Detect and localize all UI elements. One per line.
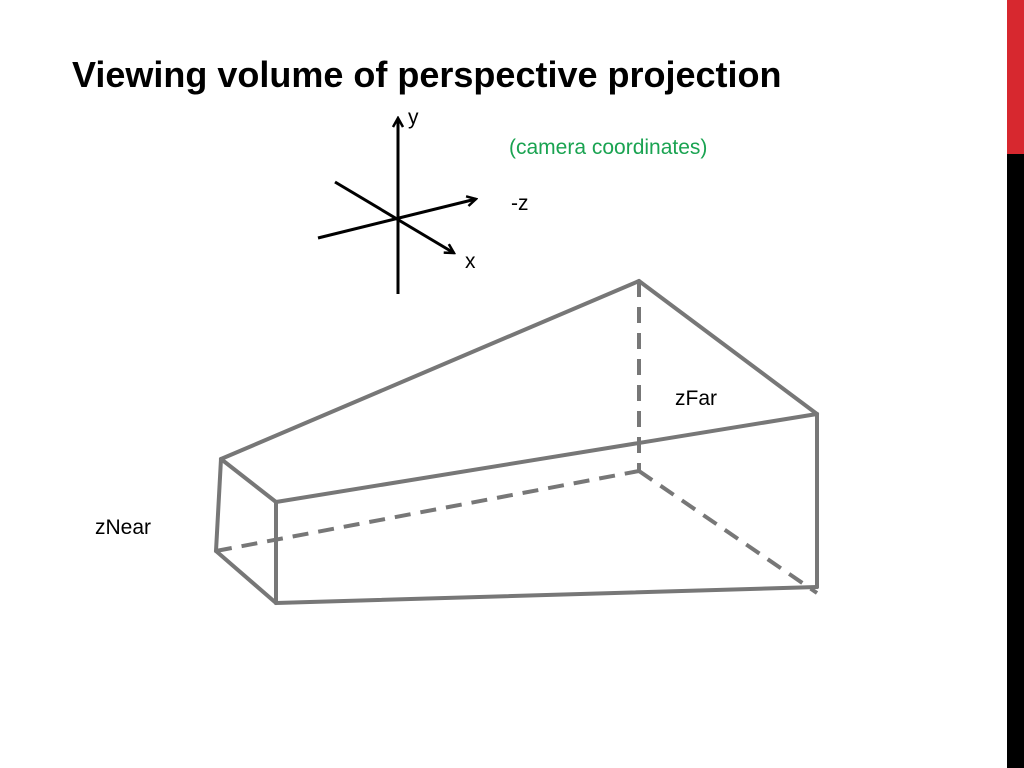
bottom-right-edge: [274, 585, 819, 605]
slide-title: Viewing volume of perspective projection: [72, 54, 782, 95]
accent-bar-red: [1007, 0, 1024, 154]
near-top-left-to-far-top: [219, 279, 641, 461]
frustum-solid-edges: [214, 279, 819, 605]
frustum-hidden-edges: [215, 281, 819, 595]
near-bottom-edge: [214, 549, 278, 605]
near-top-edge: [219, 457, 278, 504]
zfar-label: zFar: [675, 387, 717, 410]
hidden-bottom-left-edge: [215, 469, 640, 553]
near-left-edge: [214, 457, 223, 553]
hidden-bottom-back-edge: [637, 469, 819, 595]
far-top-to-far-right-top: [637, 279, 819, 416]
x-axis-label: x: [465, 250, 476, 273]
x-axis: [334, 180, 454, 253]
y-axis-label: y: [408, 106, 419, 129]
camera-coordinates-note: (camera coordinates): [509, 136, 708, 159]
near-top-right-to-far-right-top: [274, 412, 819, 504]
accent-bar-black: [1007, 154, 1024, 768]
z-axis-label: -z: [511, 192, 529, 215]
znear-label: zNear: [95, 516, 152, 539]
camera-axes: [317, 118, 476, 294]
